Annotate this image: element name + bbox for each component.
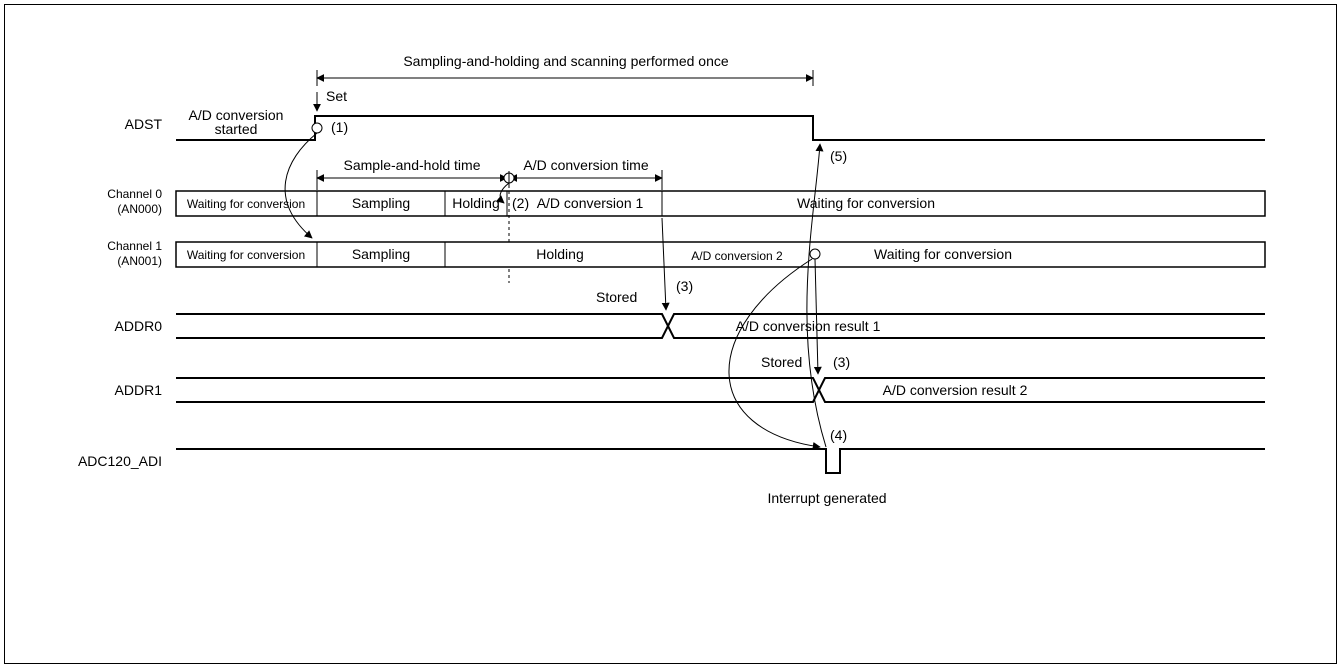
channel1-holding: Holding (536, 246, 583, 262)
addr0-stored-arrow (661, 217, 670, 311)
addr1-bus-lower (176, 377, 1265, 403)
ad-started-line1: A/D conversion (189, 107, 284, 123)
label-n2: (2) (512, 195, 529, 211)
label-n4: (4) (830, 427, 847, 443)
ad-conversion-time-label: A/D conversion time (523, 157, 648, 173)
label-addr0: ADDR0 (115, 318, 163, 334)
addr1-stored-arrow (813, 258, 822, 375)
addr0-stored: Stored (596, 289, 637, 305)
channel0-holding: Holding (452, 195, 499, 211)
label-adc120-adi: ADC120_ADI (78, 453, 162, 469)
addr1-bus-upper (176, 377, 1265, 403)
label-n3b: (3) (833, 354, 850, 370)
label-adst: ADST (125, 116, 163, 132)
addr0-bus-lower (176, 313, 1265, 339)
top-span-label: Sampling-and-holding and scanning perfor… (403, 53, 729, 69)
addr1-result: A/D conversion result 2 (883, 382, 1028, 398)
addr1-stored: Stored (761, 354, 802, 370)
channel1-sampling: Sampling (352, 246, 410, 262)
label-channel1-line1: Channel 1 (107, 239, 162, 253)
channel0-ad-conversion: A/D conversion 1 (537, 195, 644, 211)
channel1-waiting2: Waiting for conversion (874, 246, 1012, 262)
label-n1: (1) (331, 119, 348, 135)
channel0-sampling: Sampling (352, 195, 410, 211)
sample-hold-time-label: Sample-and-hold time (344, 157, 481, 173)
curve-adi-to-adst (806, 143, 827, 448)
interrupt-label: Interrupt generated (767, 490, 886, 506)
adi-waveform (176, 448, 1265, 474)
label-addr1: ADDR1 (115, 382, 163, 398)
addr0-bus-upper (176, 313, 1265, 339)
curve-adst-to-channel0 (284, 132, 318, 239)
adst-trigger-marker (311, 122, 323, 134)
diagram-frame (4, 4, 1337, 664)
channel1-waiting: Waiting for conversion (187, 248, 305, 262)
label-channel1-line2: (AN001) (117, 254, 162, 268)
label-n3a: (3) (676, 278, 693, 294)
label-n5: (5) (830, 148, 847, 164)
curve-channel1-to-adi (728, 258, 821, 450)
set-label: Set (326, 88, 347, 104)
channel0-waiting: Waiting for conversion (187, 197, 305, 211)
label-channel0-line1: Channel 0 (107, 187, 162, 201)
ad-started-line2: started (215, 121, 258, 137)
channel1-bar (175, 241, 1266, 268)
addr0-result: A/D conversion result 1 (736, 318, 881, 334)
channel0-waiting2: Waiting for conversion (797, 195, 935, 211)
channel0-bar (175, 190, 1266, 217)
adst-waveform (176, 115, 1265, 141)
label-channel0-line2: (AN000) (117, 202, 162, 216)
channel1-ad-conversion: A/D conversion 2 (691, 249, 783, 263)
channel1-end-marker (809, 248, 821, 260)
curve-boundary-to-channel0 (495, 182, 510, 204)
